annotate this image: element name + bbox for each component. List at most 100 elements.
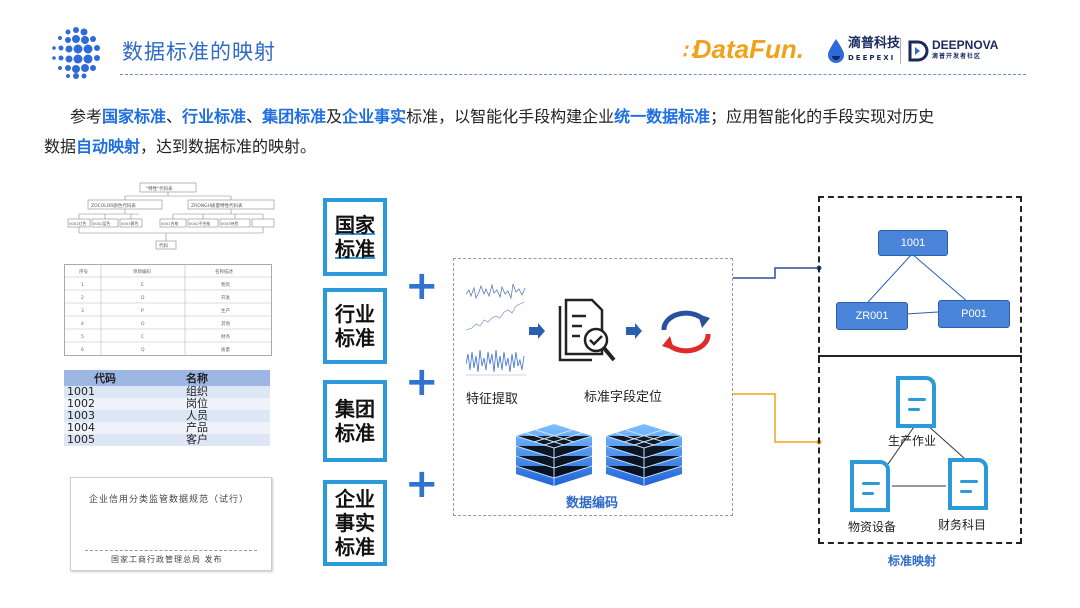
arrow-right-icon: [625, 322, 643, 340]
intro-highlight: 国家标准: [102, 107, 167, 126]
mapping-divider: [818, 355, 1022, 357]
intro-text: 标准，以智能化手段构建企业: [406, 107, 615, 126]
mapping-node-1001[interactable]: 1001: [878, 230, 948, 256]
intro-highlight: 集团标准: [262, 107, 327, 126]
deepnova-d-icon: [908, 40, 930, 62]
tree-leaf-label: 0002蓝色: [93, 221, 110, 226]
standard-label: 集团 标准: [335, 397, 375, 445]
table-cell: 物资: [221, 281, 230, 288]
tree-node-label: ZRONGH质量特性代码表: [191, 202, 243, 209]
tree-node-label: ZOCOLOR颜色代码表: [91, 202, 136, 209]
document-footer: 国家工商行政管理总局 发布: [111, 555, 223, 564]
table-cell: 客户: [183, 434, 270, 446]
standard-enterprise: 企业 事实 标准: [323, 480, 387, 566]
intro-text: ，达到数据标准的映射。: [140, 137, 317, 156]
connector-lines: [733, 260, 823, 450]
table-cell: D: [141, 295, 145, 301]
deepnova-logo-en: DEEPNOVA: [932, 38, 999, 52]
header-divider: [120, 74, 1026, 75]
table-cell: 6: [81, 347, 84, 353]
document-line: [960, 490, 972, 493]
table-cell: 1005: [64, 434, 183, 446]
tree-leaf-label: 0001合格: [161, 221, 178, 226]
document-icon: [896, 376, 936, 428]
datafun-logo: ∷DataFun.: [682, 34, 804, 65]
table-cell: E: [141, 282, 144, 288]
table-cell: 人员: [183, 410, 270, 422]
deepexi-logo: 滴普科技 DEEPEXI: [848, 37, 900, 65]
table-header: 名称描述: [215, 268, 233, 275]
mapping-node-p001[interactable]: P001: [938, 300, 1010, 328]
table-cell: 5: [81, 334, 84, 340]
mapping-panel: [818, 196, 1022, 544]
logo-dots-icon: [46, 24, 106, 80]
document-check-icon: [556, 296, 618, 366]
standard-industry: 行业 标准: [323, 288, 387, 364]
regulation-document: 企业信用分类监管数据规范（试行） 国家工商行政管理总局 发布: [70, 477, 272, 571]
intro-highlight: 统一数据标准: [614, 107, 711, 126]
table-cell: 1: [81, 282, 84, 288]
brand-divider: [900, 38, 901, 64]
plus-icon: +: [405, 263, 439, 309]
table-cell: 开发: [221, 294, 230, 301]
feature-extract-label: 特征提取: [466, 392, 519, 407]
deepexi-logo-cn: 滴普科技: [848, 36, 901, 51]
tree-leaf-label: 0002不合格: [189, 221, 210, 226]
plus-icon: +: [405, 359, 439, 405]
table-cell: 3: [81, 308, 84, 314]
doc-label-finance: 财务科目: [938, 518, 987, 532]
table-header: 项目编码: [133, 268, 151, 275]
intro-paragraph: 参考国家标准、行业标准、集团标准及企业事实标准，以智能化手段构建企业统一数据标准…: [44, 102, 1044, 162]
table-cell: Q: [141, 347, 145, 353]
document-line: [908, 398, 926, 401]
tree-bottom-label: 代码: [159, 242, 168, 249]
node-links: [818, 196, 1022, 544]
standard-group: 集团 标准: [323, 380, 387, 462]
intro-text: 、: [246, 107, 263, 126]
document-line: [862, 492, 874, 495]
signal-waveform-icon: [465, 280, 526, 376]
table-cell: 1003: [64, 410, 183, 422]
data-cube-icon: [602, 422, 686, 488]
table-cell: 财务: [221, 333, 230, 340]
standard-label: 企业 事实 标准: [335, 487, 375, 559]
table-cell: 1004: [64, 422, 183, 434]
table-cell: 岗位: [183, 398, 270, 410]
intro-text: 、: [166, 107, 183, 126]
document-line: [908, 408, 920, 411]
mapping-node-zr001[interactable]: ZR001: [836, 302, 908, 330]
table-header: 代码: [64, 370, 183, 386]
intro-text: 数据: [44, 137, 77, 156]
table-cell: 4: [81, 321, 84, 327]
table-header: 名称: [183, 370, 270, 386]
page-title: 数据标准的映射: [122, 40, 276, 64]
process-panel: [453, 258, 733, 516]
deepexi-logo-en: DEEPEXI: [848, 54, 896, 62]
tree-leaf-label: 0001红色: [69, 221, 86, 226]
standard-label: 行业 标准: [335, 302, 375, 350]
document-title: 企业信用分类监管数据规范（试行）: [89, 495, 250, 505]
table-header: 序号: [79, 268, 88, 275]
table-cell: 其他: [221, 320, 230, 327]
deepnova-logo: DEEPNOVA 滴普开发者社区: [932, 39, 998, 63]
intro-text: 参考: [70, 107, 103, 126]
sync-cycle-icon: [654, 308, 718, 356]
table-cell: C: [141, 334, 144, 340]
table-cell: O: [141, 321, 145, 327]
tree-root-label: "特性"代码表: [146, 185, 173, 192]
intro-highlight: 自动映射: [76, 137, 141, 156]
data-encode-label: 数据编码: [566, 496, 619, 511]
datafun-dots-icon: ∷: [682, 41, 695, 63]
intro-highlight: 行业标准: [182, 107, 247, 126]
deepnova-logo-cn: 滴普开发者社区: [932, 54, 982, 60]
table-cell: 质量: [221, 346, 230, 353]
standard-national: 国家 标准: [323, 198, 387, 276]
table-cell: 2: [81, 295, 84, 301]
intro-text: ；应用智能化的手段实现对历史: [710, 107, 935, 126]
intro-highlight: 企业事实: [342, 107, 407, 126]
table-cell: 1002: [64, 398, 183, 410]
